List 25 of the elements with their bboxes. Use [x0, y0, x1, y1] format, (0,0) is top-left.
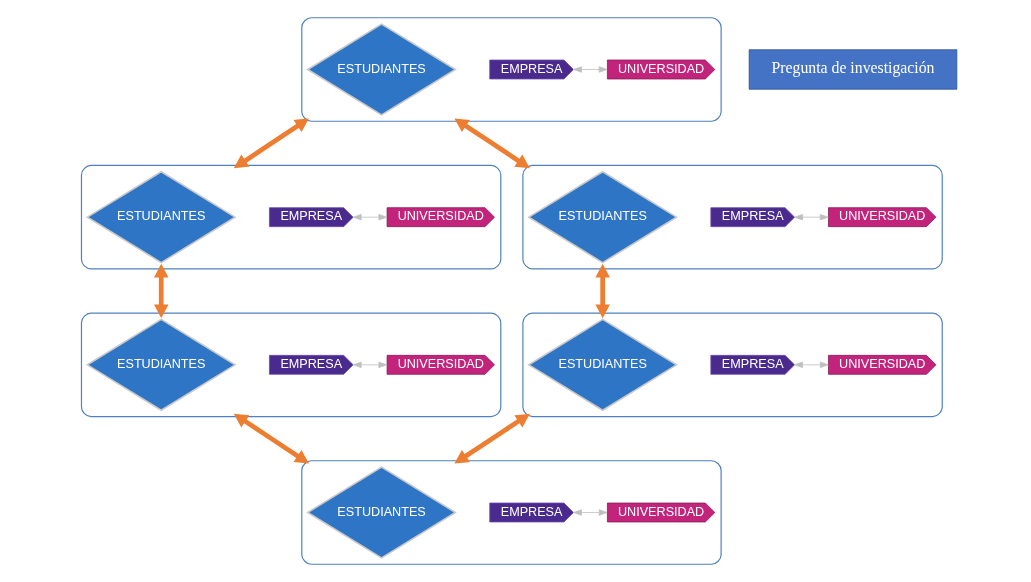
arrow — [453, 413, 530, 464]
arrow — [572, 66, 607, 73]
arrow — [233, 413, 309, 464]
cluster — [80, 312, 501, 418]
node-diamond: ESTUDIANTES — [85, 318, 237, 412]
arrow — [793, 214, 829, 221]
node-diamond: ESTUDIANTES — [526, 170, 678, 264]
arrow — [793, 361, 829, 368]
node-diamond: ESTUDIANTES — [85, 170, 237, 264]
node-diamond: ESTUDIANTES — [305, 466, 457, 559]
cluster — [300, 460, 722, 565]
arrow — [594, 263, 610, 319]
arrow — [233, 118, 309, 169]
arrow — [572, 509, 607, 516]
node-box: Pregunta de investigación — [748, 49, 957, 90]
cluster — [80, 164, 501, 270]
cluster — [300, 17, 722, 122]
arrow — [453, 118, 530, 169]
node-diamond: ESTUDIANTES — [526, 318, 678, 412]
cluster — [521, 164, 943, 270]
cluster — [521, 312, 943, 418]
arrow — [153, 263, 168, 319]
arrow — [352, 214, 387, 221]
arrow — [352, 361, 387, 368]
node-diamond: ESTUDIANTES — [305, 23, 457, 116]
